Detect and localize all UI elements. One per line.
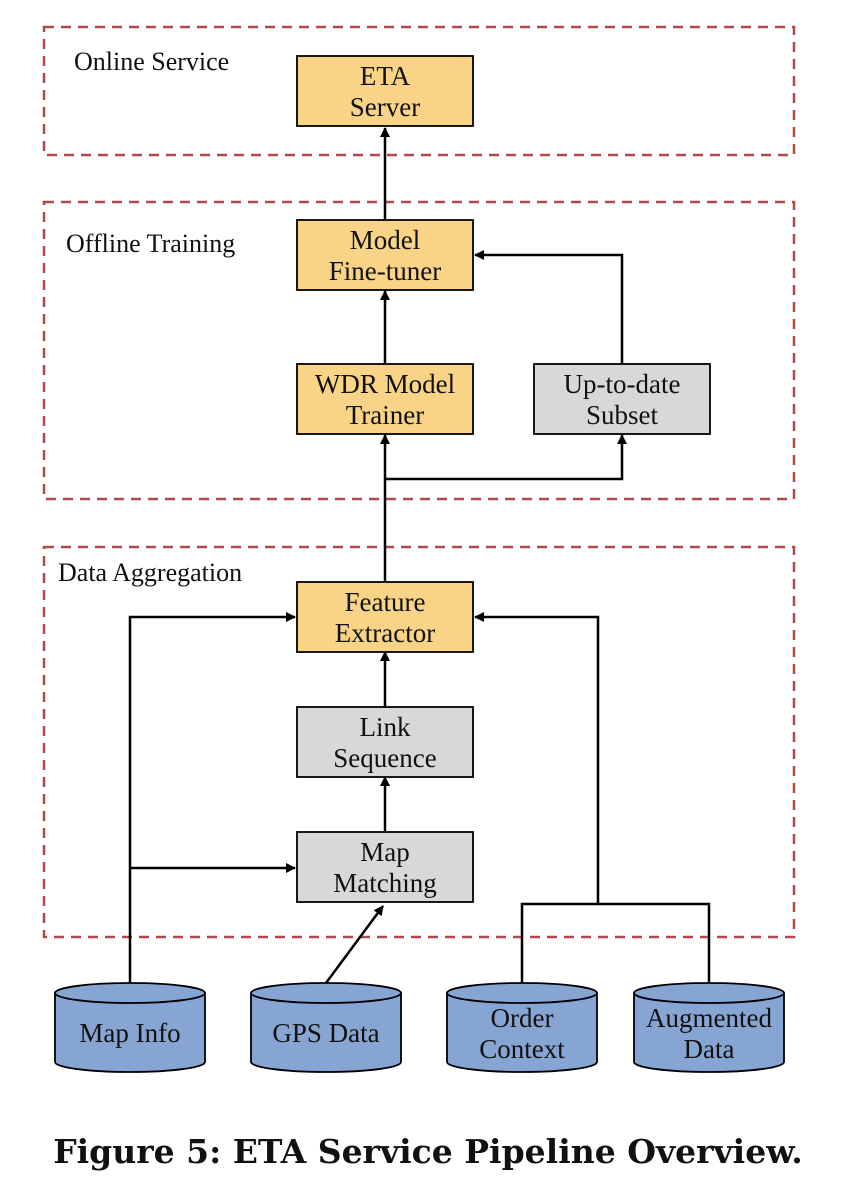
edge-subset-to-finetuner [474,250,624,364]
node-link-sequence-line-1: Link [360,712,411,742]
node-uptodate-subset-line-2: Subset [586,400,659,430]
source-order-context-line-2: Context [479,1034,565,1064]
node-feature-extractor-line-2: Extractor [335,618,435,648]
node-map-matching-line-2: Matching [333,868,436,898]
node-wdr-model-trainer: WDR Model Trainer [296,363,474,435]
region-online-service [42,25,796,157]
figure-caption: Figure 5: ETA Service Pipeline Overview. [53,1132,803,1171]
node-eta-server-line-1: ETA [360,61,411,91]
edge-gps-to-mapmatching [324,905,385,984]
region-label-offline: Offline Training [66,229,235,258]
edge-mapinfo-to-extractor [128,612,296,983]
node-wdr-model-trainer-line-1: WDR Model [315,369,455,399]
source-order-context: Order Context [446,982,598,1073]
node-eta-server: ETA Server [296,55,474,127]
node-eta-server-line-2: Server [350,92,420,122]
source-order-context-line-1: Order [491,1003,554,1033]
edge-branch-to-subset [385,434,627,481]
node-uptodate-subset: Up-to-date Subset [533,363,711,435]
node-map-matching-line-1: Map [360,837,410,867]
node-link-sequence-line-2: Sequence [333,743,436,773]
source-gps-data: GPS Data [250,982,402,1073]
region-label-online: Online Service [74,47,229,76]
node-model-finetuner-line-1: Model [350,225,421,255]
source-gps-data-label: GPS Data [272,1018,379,1048]
source-map-info-label: Map Info [79,1018,180,1048]
edge-merge-to-extractor [474,612,600,904]
pipeline-diagram: Online Service Offline Training Data Agg… [42,25,796,1073]
node-feature-extractor-line-1: Feature [345,587,426,617]
node-uptodate-subset-line-1: Up-to-date [564,369,681,399]
edge-order-augmented-merge [520,902,711,983]
source-augmented-data-line-1: Augmented [646,1003,772,1033]
node-feature-extractor: Feature Extractor [296,581,474,653]
region-offline-training [42,200,796,501]
node-link-sequence: Link Sequence [296,706,474,778]
node-wdr-model-trainer-line-2: Trainer [346,400,425,430]
node-model-finetuner: Model Fine-tuner [296,219,474,291]
source-augmented-data-line-2: Data [684,1034,735,1064]
source-augmented-data: Augmented Data [633,982,785,1073]
source-map-info: Map Info [54,982,206,1073]
region-data-aggregation [42,545,796,939]
node-model-finetuner-line-2: Fine-tuner [329,256,441,286]
region-label-aggregation: Data Aggregation [58,558,242,587]
node-map-matching: Map Matching [296,831,474,903]
